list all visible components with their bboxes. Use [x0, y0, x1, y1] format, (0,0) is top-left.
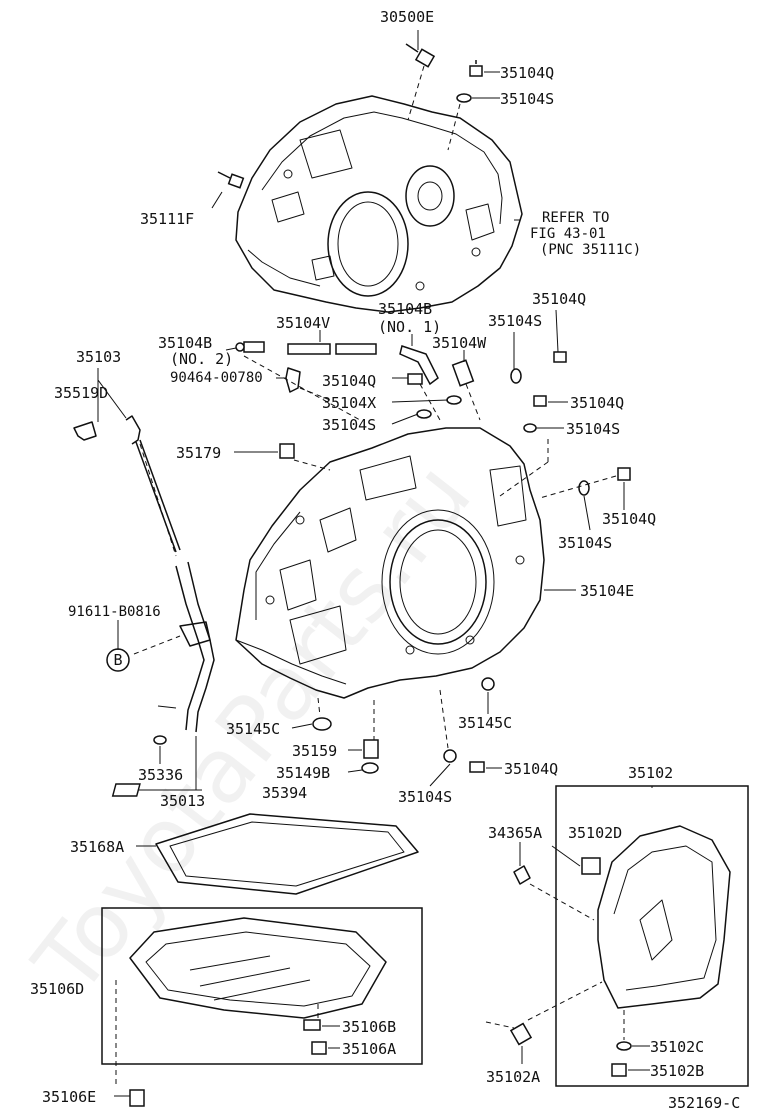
oring-35104S-b-icon — [510, 368, 522, 384]
plug-35104Q-e-icon — [617, 467, 631, 481]
label-35104B-no1: 35104B — [378, 300, 432, 318]
bubble-b-icon — [106, 648, 130, 672]
oring-35104S-c-icon — [416, 409, 432, 419]
label-35145C-b: 35145C — [458, 714, 512, 732]
label-35102C: 35102C — [650, 1038, 704, 1056]
bolt-35106E-icon — [129, 1089, 145, 1107]
bolt-30500E-icon — [405, 43, 436, 68]
washer-35149B-icon — [361, 762, 379, 774]
label-30500E: 30500E — [380, 8, 434, 26]
label-35104S-b: 35104S — [488, 312, 542, 330]
label-35104S-d: 35104S — [566, 420, 620, 438]
label-35106A: 35106A — [342, 1040, 396, 1058]
gasket-35145C-a-icon — [312, 717, 332, 731]
label-35145C-a: 35145C — [226, 720, 280, 738]
label-35013: 35013 — [160, 792, 205, 810]
extension-housing-35102-icon — [597, 825, 731, 1009]
clip-90464-icon — [285, 367, 301, 393]
clip-35519D-icon — [73, 421, 97, 441]
label-35104Q-f: 35104Q — [504, 760, 558, 778]
dipstick-tube-35013-icon — [157, 561, 215, 733]
label-35102A: 35102A — [486, 1068, 540, 1086]
seal-35102D-icon — [581, 857, 601, 875]
label-35104S-c: 35104S — [322, 416, 376, 434]
clip-34365A-icon — [513, 865, 531, 885]
label-35102: 35102 — [628, 764, 673, 782]
label-91611-B0816: 91611-B0816 — [68, 604, 161, 620]
sensor-35104B-no1-icon — [399, 345, 439, 386]
label-no1: (NO. 1) — [378, 318, 441, 336]
sleeve-35159-icon — [363, 739, 379, 759]
label-35103: 35103 — [76, 348, 121, 366]
refer-note-line2: FIG 43-01 — [530, 226, 606, 242]
refer-note-line3: (PNC 35111C) — [540, 242, 641, 258]
oring-35336-icon — [153, 735, 167, 745]
oring-35104S-f-icon — [443, 749, 457, 763]
label-35106B: 35106B — [342, 1018, 396, 1036]
oring-35104S-d-icon — [523, 423, 537, 433]
plug-35179-icon — [279, 443, 295, 459]
plug-35104Q-top-icon — [469, 60, 483, 77]
oring-35102C-icon — [616, 1041, 632, 1051]
plug-35104Q-c-icon — [553, 351, 567, 363]
label-34365A: 34365A — [488, 824, 542, 842]
label-35104X: 35104X — [322, 394, 376, 412]
pipe-35104W-icon — [451, 359, 475, 387]
label-35104B-no2: 35104B — [158, 334, 212, 352]
refer-note-line1: REFER TO — [542, 210, 609, 226]
label-35104Q-b: 35104Q — [532, 290, 586, 308]
oring-35145C-b-icon — [481, 677, 495, 691]
oil-pan-35106D-icon — [129, 917, 387, 1019]
label-35106E: 35106E — [42, 1088, 96, 1106]
label-no2: (NO. 2) — [170, 350, 233, 368]
plug-35104Q-f-icon — [469, 761, 485, 773]
gasket-35106B-icon — [303, 1019, 321, 1031]
plug-35104Q-d-icon — [533, 395, 547, 407]
label-35104V: 35104V — [276, 314, 330, 332]
gasket-35168A-icon — [155, 813, 419, 895]
oring-35104S-top-icon — [456, 93, 472, 103]
label-35104S-e: 35104S — [558, 534, 612, 552]
figure-number: 352169-C — [668, 1094, 740, 1112]
label-35104E: 35104E — [580, 582, 634, 600]
dipstick-35103-icon — [125, 415, 181, 553]
plug-35106A-icon — [311, 1041, 327, 1055]
block-35394-icon — [111, 783, 141, 797]
sensor-35104B-no2-icon — [235, 341, 265, 353]
label-35336: 35336 — [138, 766, 183, 784]
transaxle-case-icon — [235, 427, 545, 699]
label-35111F: 35111F — [140, 210, 194, 228]
label-35102D: 35102D — [568, 824, 622, 842]
label-35104Q-d: 35104Q — [570, 394, 624, 412]
label-35106D: 35106D — [30, 980, 84, 998]
label-35159: 35159 — [292, 742, 337, 760]
label-35104S-a: 35104S — [500, 90, 554, 108]
label-35519D: 35519D — [54, 384, 108, 402]
bolt-35111F-icon — [217, 171, 245, 189]
label-35179: 35179 — [176, 444, 221, 462]
label-35104Q-c: 35104Q — [322, 372, 376, 390]
label-90464-00780: 90464-00780 — [170, 370, 263, 386]
label-35104Q-a: 35104Q — [500, 64, 554, 82]
label-35168A: 35168A — [70, 838, 124, 856]
plug-35104Q-b-icon — [407, 373, 423, 385]
label-35104W: 35104W — [432, 334, 487, 352]
label-35149B: 35149B — [276, 764, 330, 782]
oring-35104S-e-icon — [578, 480, 590, 496]
oil-pan-box — [101, 907, 423, 1065]
oring-35104X-icon — [446, 395, 462, 405]
label-35104Q-e: 35104Q — [602, 510, 656, 528]
bolt-35102A-icon — [509, 1022, 533, 1046]
label-35102B: 35102B — [650, 1062, 704, 1080]
label-35394: 35394 — [262, 784, 307, 802]
pipe-35104V-icon — [287, 343, 377, 355]
bubble-b-label: B — [113, 651, 122, 669]
converter-housing-icon — [235, 95, 523, 313]
label-35104S-f: 35104S — [398, 788, 452, 806]
plug-35102B-icon — [611, 1063, 627, 1077]
